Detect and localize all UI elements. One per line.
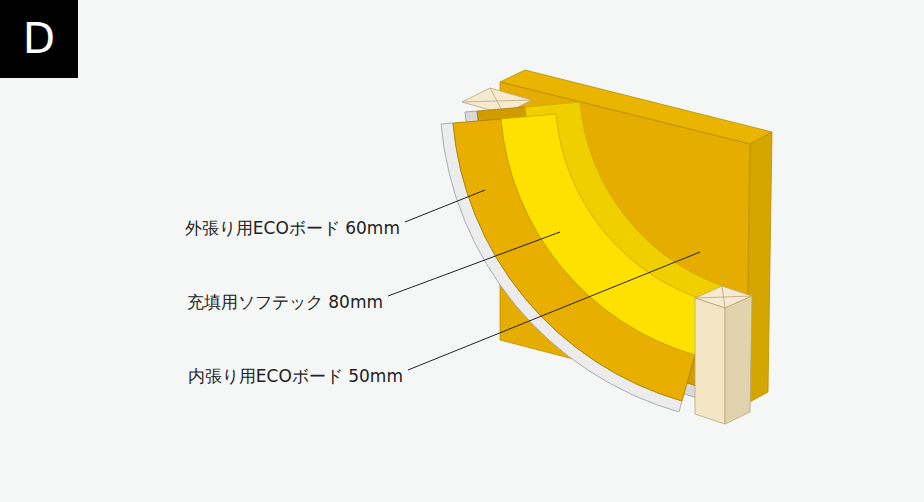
leader-line [408,252,700,370]
badge-letter: D [23,18,55,60]
part-label: 外張り用ECOボード 60mm [185,218,400,238]
letter-badge: D [0,0,78,78]
stud-face [695,298,725,424]
leader-line [405,190,485,222]
part-label: 充填用ソフテック 80mm [187,292,383,312]
stud-side [725,296,752,424]
leader-line [388,232,560,296]
softec-layer [501,114,711,355]
part-label: 内張り用ECOボード 50mm [188,366,403,386]
